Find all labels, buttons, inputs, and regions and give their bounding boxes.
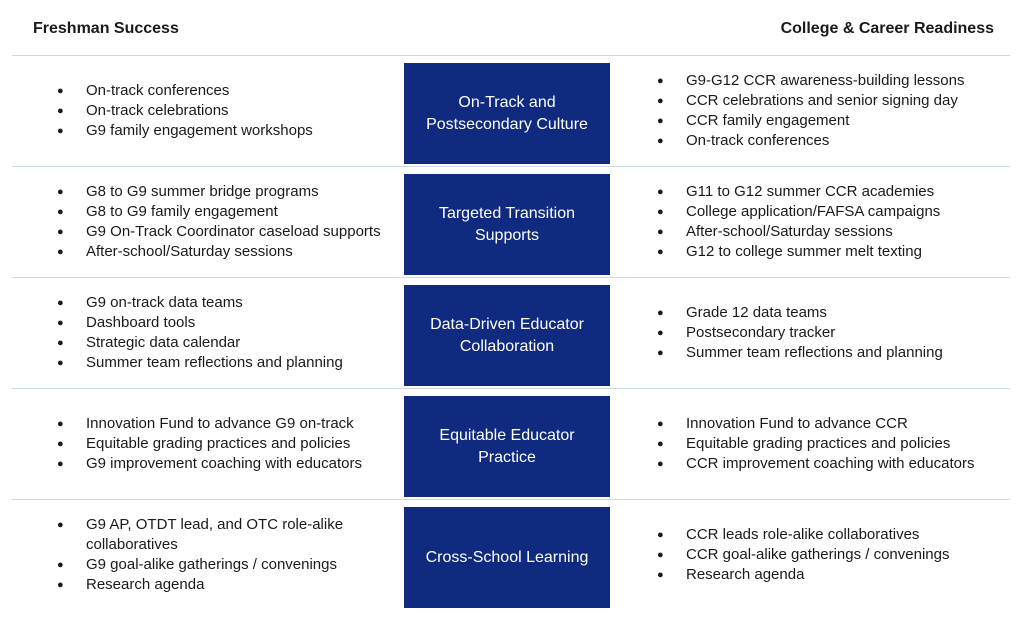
list-item: G8 to G9 family engagement (57, 202, 381, 222)
list-item: On-track celebrations (57, 101, 313, 121)
list-item: Dashboard tools (57, 313, 343, 333)
list-item: CCR leads role-alike collaboratives (657, 525, 949, 545)
list-item: Equitable grading practices and policies (657, 434, 974, 454)
list-item: G9 on-track data teams (57, 293, 343, 313)
list-item: College application/FAFSA campaigns (657, 202, 940, 222)
list-item: After-school/Saturday sessions (657, 222, 940, 242)
list-item: G9 improvement coaching with educators (57, 454, 362, 474)
freshman-success-column: G9 on-track data teams Dashboard tools S… (57, 278, 402, 388)
ccr-column: Grade 12 data teams Postsecondary tracke… (657, 278, 1007, 388)
ccr-list: CCR leads role-alike collaboratives CCR … (657, 525, 949, 585)
list-item: Postsecondary tracker (657, 323, 943, 343)
freshman-success-list: On-track conferences On-track celebratio… (57, 81, 313, 141)
strategy-table: On-track conferences On-track celebratio… (12, 55, 1010, 610)
freshman-success-list: G9 AP, OTDT lead, and OTC role-alike col… (57, 515, 402, 595)
ccr-column: CCR leads role-alike collaboratives CCR … (657, 500, 1007, 610)
ccr-list: G11 to G12 summer CCR academies College … (657, 182, 940, 262)
freshman-success-column: On-track conferences On-track celebratio… (57, 56, 402, 166)
list-item: On-track conferences (57, 81, 313, 101)
list-item: G8 to G9 summer bridge programs (57, 182, 381, 202)
list-item: G9 family engagement workshops (57, 121, 313, 141)
strategy-label-box: Equitable Educator Practice (404, 396, 610, 497)
list-item: CCR celebrations and senior signing day (657, 91, 964, 111)
freshman-success-column: G8 to G9 summer bridge programs G8 to G9… (57, 167, 402, 277)
list-item: Equitable grading practices and policies (57, 434, 362, 454)
list-item: CCR family engagement (657, 111, 964, 131)
freshman-success-list: G8 to G9 summer bridge programs G8 to G9… (57, 182, 381, 262)
strategy-label-box: Targeted Transition Supports (404, 174, 610, 275)
ccr-column: G9-G12 CCR awareness-building lessons CC… (657, 56, 1007, 166)
freshman-success-column: G9 AP, OTDT lead, and OTC role-alike col… (57, 500, 402, 610)
freshman-success-column: Innovation Fund to advance G9 on-track E… (57, 389, 402, 499)
list-item: G9-G12 CCR awareness-building lessons (657, 71, 964, 91)
strategy-row: G9 on-track data teams Dashboard tools S… (12, 277, 1010, 388)
ccr-column: Innovation Fund to advance CCR Equitable… (657, 389, 1007, 499)
strategy-label-box: Cross-School Learning (404, 507, 610, 608)
list-item: CCR improvement coaching with educators (657, 454, 974, 474)
strategy-row: G9 AP, OTDT lead, and OTC role-alike col… (12, 499, 1010, 610)
list-item: Innovation Fund to advance G9 on-track (57, 414, 362, 434)
list-item: G9 AP, OTDT lead, and OTC role-alike col… (57, 515, 402, 555)
list-item: Strategic data calendar (57, 333, 343, 353)
ccr-column: G11 to G12 summer CCR academies College … (657, 167, 1007, 277)
list-item: On-track conferences (657, 131, 964, 151)
header: Freshman Success College & Career Readin… (0, 0, 1024, 56)
strategy-row: G8 to G9 summer bridge programs G8 to G9… (12, 166, 1010, 277)
list-item: Summer team reflections and planning (657, 343, 943, 363)
list-item: Research agenda (57, 575, 402, 595)
list-item: G12 to college summer melt texting (657, 242, 940, 262)
strategy-label-box: Data-Driven Educator Collaboration (404, 285, 610, 386)
ccr-list: Innovation Fund to advance CCR Equitable… (657, 414, 974, 474)
freshman-success-list: G9 on-track data teams Dashboard tools S… (57, 293, 343, 373)
strategy-row: Innovation Fund to advance G9 on-track E… (12, 388, 1010, 499)
list-item: Grade 12 data teams (657, 303, 943, 323)
freshman-success-heading: Freshman Success (33, 20, 179, 37)
list-item: Summer team reflections and planning (57, 353, 343, 373)
strategy-label-box: On-Track and Postsecondary Culture (404, 63, 610, 164)
college-career-readiness-heading: College & Career Readiness (780, 20, 994, 37)
strategy-row: On-track conferences On-track celebratio… (12, 55, 1010, 166)
list-item: Research agenda (657, 565, 949, 585)
ccr-list: Grade 12 data teams Postsecondary tracke… (657, 303, 943, 363)
ccr-list: G9-G12 CCR awareness-building lessons CC… (657, 71, 964, 151)
list-item: After-school/Saturday sessions (57, 242, 381, 262)
list-item: CCR goal-alike gatherings / convenings (657, 545, 949, 565)
list-item: Innovation Fund to advance CCR (657, 414, 974, 434)
list-item: G11 to G12 summer CCR academies (657, 182, 940, 202)
list-item: G9 goal-alike gatherings / convenings (57, 555, 402, 575)
freshman-success-list: Innovation Fund to advance G9 on-track E… (57, 414, 362, 474)
list-item: G9 On-Track Coordinator caseload support… (57, 222, 381, 242)
